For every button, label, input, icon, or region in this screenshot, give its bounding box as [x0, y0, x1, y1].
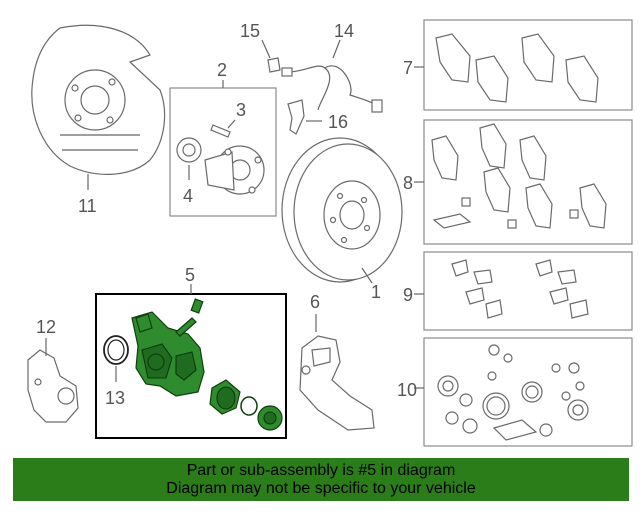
caliper-assembly-box-part-5[interactable] — [95, 284, 287, 439]
banner-line-1: Part or sub-assembly is #5 in diagram — [186, 461, 456, 479]
caliper-body — [131, 311, 205, 397]
callout-15: 15 — [240, 21, 260, 41]
callout-13: 13 — [105, 388, 125, 408]
callout-11: 11 — [78, 196, 97, 216]
dust-shield-part-11[interactable] — [31, 24, 166, 190]
callout-5: 5 — [185, 265, 195, 285]
clips-box-part-9[interactable] — [414, 251, 633, 331]
o-ring-part-13[interactable] — [103, 335, 129, 382]
callout-12: 12 — [36, 317, 56, 337]
piston-boot — [257, 405, 283, 431]
callout-4: 4 — [183, 186, 193, 206]
brake-pads-box-part-7[interactable] — [414, 19, 633, 111]
callout-10: 10 — [397, 380, 417, 400]
piston — [209, 379, 241, 415]
hose-bolt-part-15[interactable] — [261, 39, 281, 73]
brake-hose-part-14[interactable] — [281, 39, 383, 113]
hub-assembly-box-part-2[interactable] — [169, 80, 277, 217]
info-banner: Part or sub-assembly is #5 in diagram Di… — [13, 458, 629, 501]
shims-box-part-8[interactable] — [414, 119, 633, 245]
callout-2: 2 — [217, 60, 227, 80]
caliper-bracket-part-6[interactable] — [299, 314, 375, 431]
callout-16: 16 — [328, 112, 348, 132]
callout-1: 1 — [371, 282, 381, 302]
callout-9: 9 — [403, 285, 413, 305]
callout-14: 14 — [334, 21, 354, 41]
callout-6: 6 — [310, 292, 320, 312]
banner-line-2: Diagram may not be specific to your vehi… — [166, 479, 476, 497]
callout-3: 3 — [236, 100, 246, 120]
seal-kit-box-part-10[interactable] — [414, 337, 633, 447]
bolt-part-3[interactable] — [210, 124, 231, 138]
callout-7: 7 — [403, 58, 413, 78]
brake-rotor-part-1[interactable] — [281, 137, 403, 284]
callout-8: 8 — [403, 173, 413, 193]
piston-seal-ring — [240, 396, 258, 416]
guide-pin — [175, 298, 204, 337]
hose-bracket-part-16[interactable] — [287, 99, 322, 135]
steering-knuckle-part-12[interactable] — [27, 338, 79, 423]
